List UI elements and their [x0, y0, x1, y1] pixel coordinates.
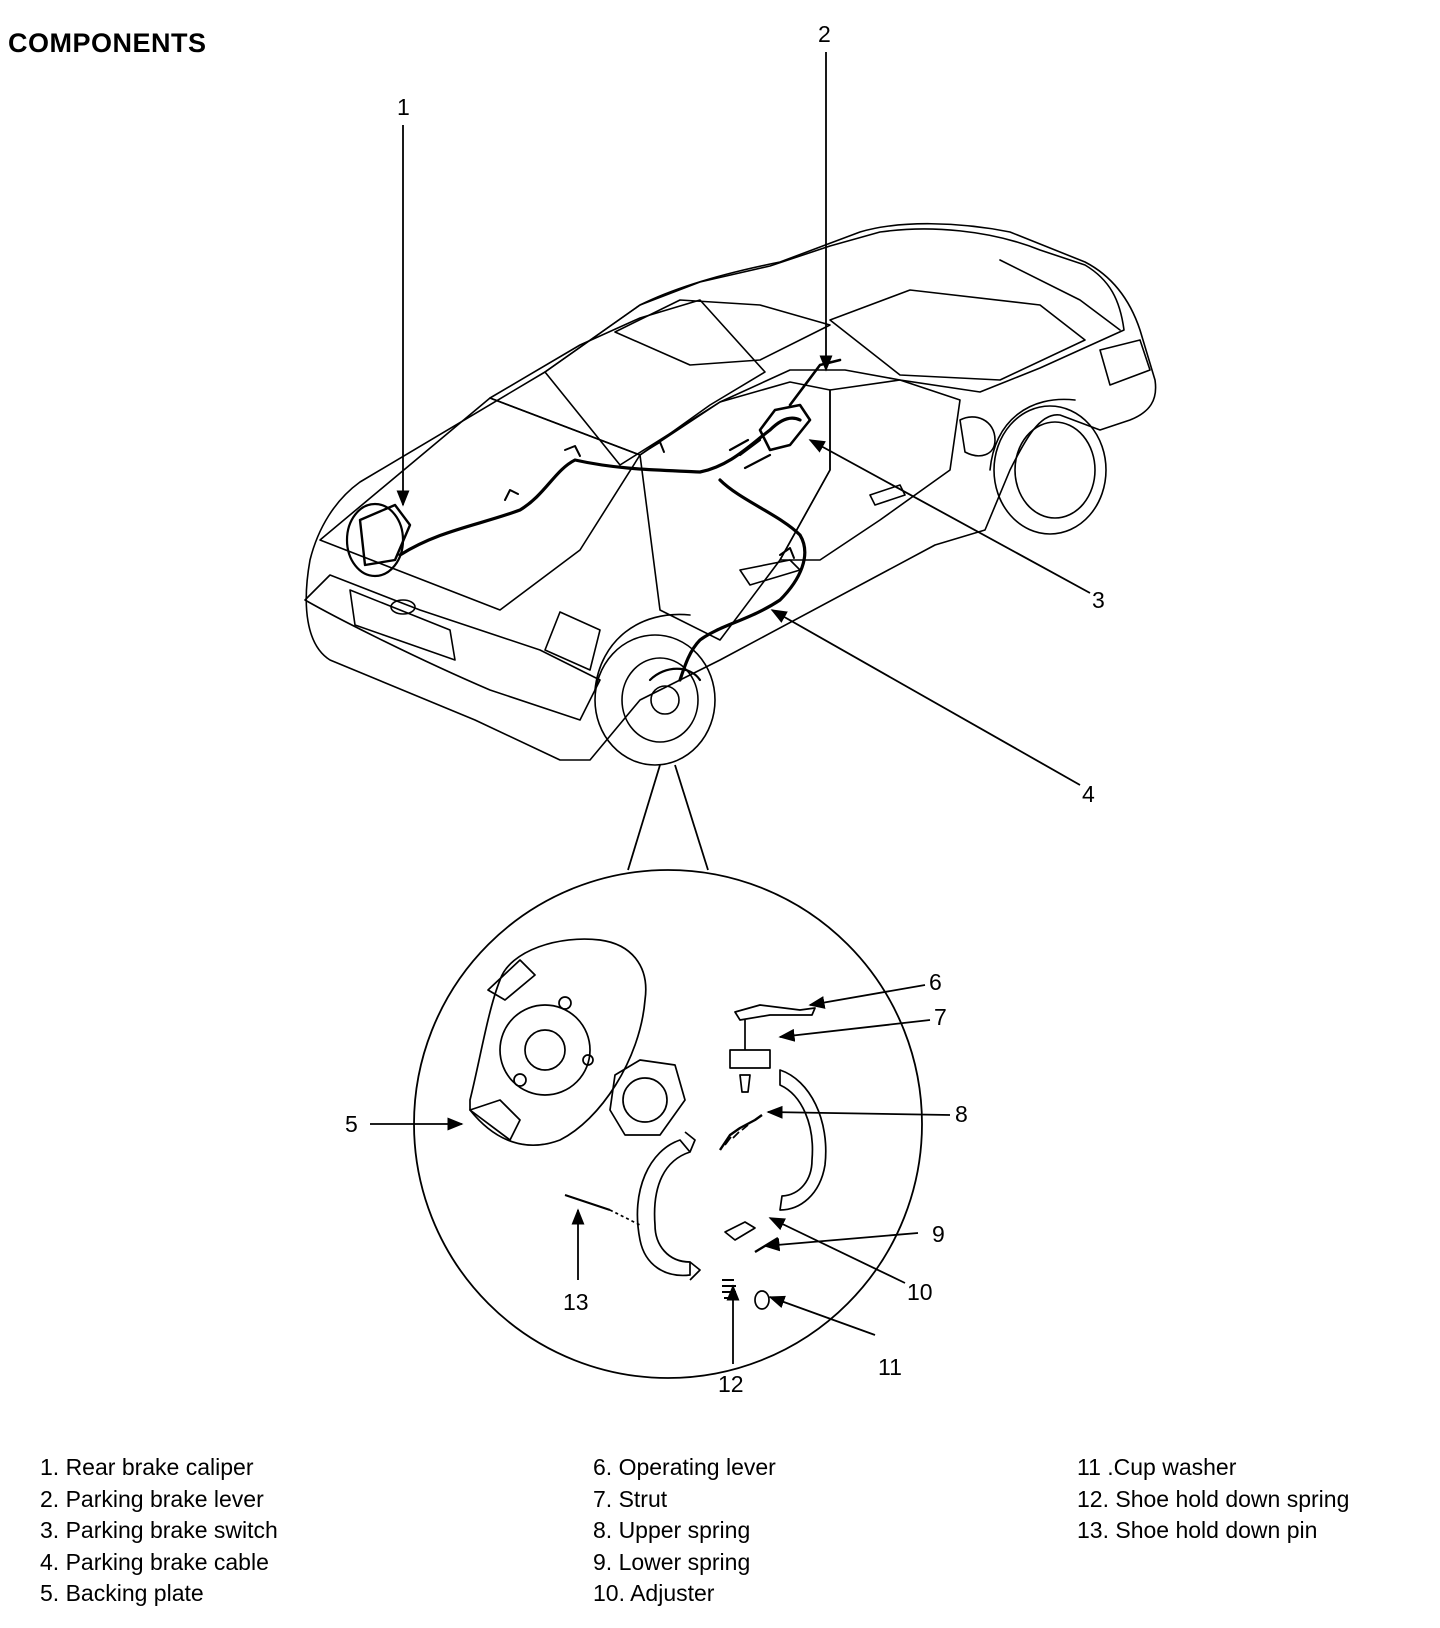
legend-item: 11 .Cup washer [1077, 1454, 1237, 1480]
callout-labels: 1 2 3 4 5 6 7 8 9 10 11 12 13 [345, 21, 1105, 1397]
legend-column-3: 11 .Cup washer 12. Shoe hold down spring… [1077, 1452, 1349, 1547]
callout-12: 12 [718, 1371, 744, 1397]
detail-view [413, 764, 923, 1379]
legend-item: 4. Parking brake cable [40, 1548, 269, 1575]
legend-item: 9. Lower spring [593, 1548, 751, 1575]
legend-item: 5. Backing plate [40, 1580, 204, 1606]
legend-item: 8. Upper spring [593, 1517, 751, 1543]
callout-13: 13 [563, 1289, 589, 1315]
components-diagram: 1 2 3 4 5 6 7 8 9 10 11 12 13 [304, 21, 1157, 1397]
callout-3: 3 [1092, 587, 1105, 613]
callout-8: 8 [955, 1101, 968, 1127]
legend-column-2: 6. Operating lever 7. Strut 8. Upper spr… [593, 1452, 776, 1610]
callout-2: 2 [818, 21, 831, 47]
legend-item: 3. Parking brake switch [40, 1517, 278, 1543]
callout-leaders [370, 52, 1091, 1364]
car-illustration [304, 222, 1157, 766]
legend-item: 13. Shoe hold down pin [1077, 1517, 1318, 1543]
legend-column-1: 1. Rear brake caliper 2. Parking brake l… [40, 1452, 278, 1610]
legend-item: 6. Operating lever [593, 1454, 776, 1480]
callout-4: 4 [1082, 781, 1095, 807]
legend-item: 10. Adjuster [593, 1580, 715, 1606]
callout-10: 10 [907, 1279, 933, 1305]
callout-5: 5 [345, 1111, 358, 1137]
legend-item: 1. Rear brake caliper [40, 1454, 254, 1480]
callout-9: 9 [932, 1221, 945, 1247]
callout-6: 6 [929, 969, 942, 995]
callout-1: 1 [397, 94, 410, 120]
callout-7: 7 [934, 1004, 947, 1030]
legend-item: 2. Parking brake lever [40, 1485, 264, 1512]
legend-item: 7. Strut [593, 1485, 668, 1512]
callout-11: 11 [878, 1354, 902, 1380]
legend-item: 12. Shoe hold down spring [1077, 1485, 1350, 1512]
page-title: COMPONENTS [8, 28, 207, 58]
brake-parts [469, 938, 827, 1310]
